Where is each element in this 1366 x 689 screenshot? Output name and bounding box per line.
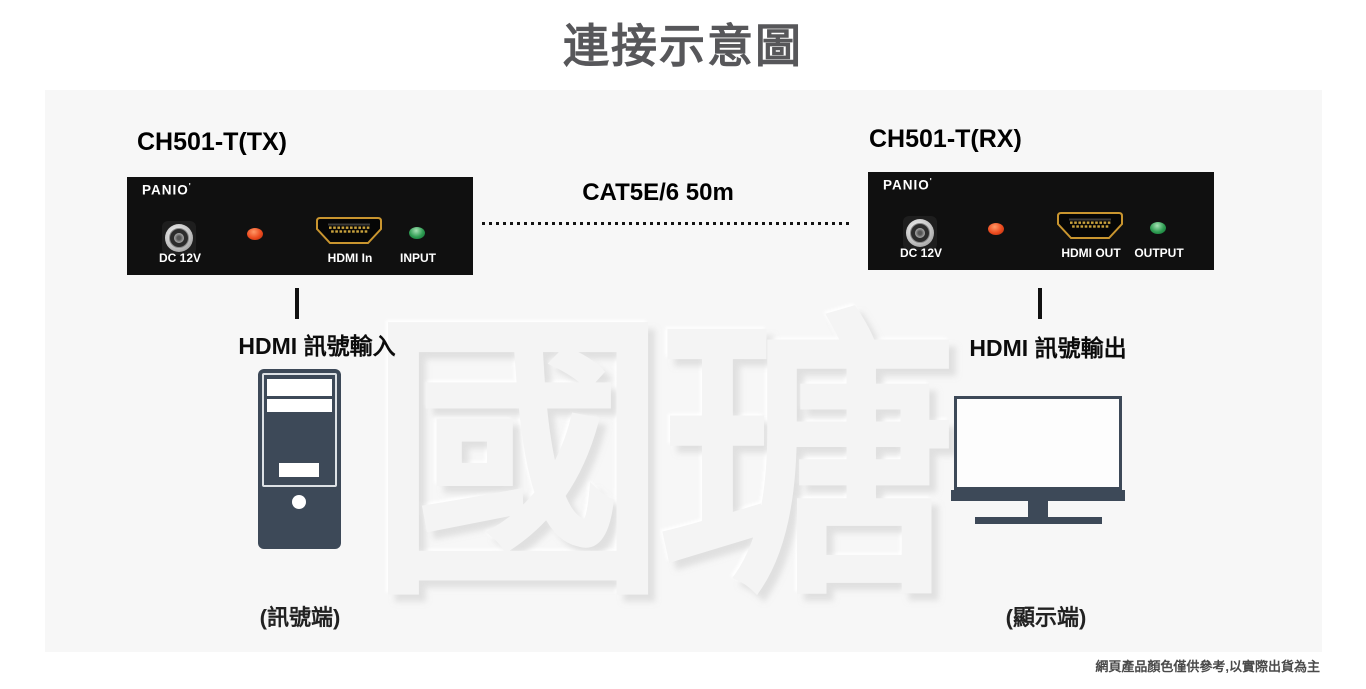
hdmi-port-icon bbox=[315, 217, 383, 244]
monitor-screen bbox=[954, 396, 1122, 490]
tx-connector-line bbox=[295, 288, 299, 319]
rx-end-label: (顯示端) bbox=[1005, 605, 1087, 630]
tx-hdmi-label: HDMI In bbox=[327, 251, 373, 265]
cable-label: CAT5E/6 50m bbox=[582, 179, 734, 206]
tower-drive-bay bbox=[267, 379, 332, 396]
tower-drive-bay bbox=[267, 399, 332, 412]
tx-power-label: DC 12V bbox=[158, 251, 202, 265]
computer-tower-icon bbox=[258, 369, 341, 549]
tx-end-label: (訊號端) bbox=[259, 605, 341, 630]
monitor-icon bbox=[951, 393, 1125, 524]
hdmi-port-icon bbox=[1056, 212, 1124, 239]
disclaimer-text: 網頁產品顏色僅供參考,以實際出貨為主 bbox=[1095, 659, 1320, 674]
tx-device-faceplate: PANIO' DC 12V HDMI In INPUT bbox=[127, 177, 473, 275]
rx-hdmi-label: HDMI OUT bbox=[1061, 246, 1121, 260]
monitor-stand-base bbox=[975, 517, 1102, 524]
page-title: 連接示意圖 bbox=[563, 20, 803, 72]
power-led-icon bbox=[988, 223, 1004, 235]
panio-logo: PANIO' bbox=[883, 177, 933, 193]
rx-device-faceplate: PANIO' DC 12V HDMI OUT OUTPUT bbox=[868, 172, 1214, 270]
rx-connector-line bbox=[1038, 288, 1042, 319]
jack-pin bbox=[174, 233, 184, 243]
tx-signal-label: HDMI 訊號輸入 bbox=[238, 333, 396, 359]
output-led-icon bbox=[1150, 222, 1166, 234]
cable-dotted-line bbox=[482, 222, 852, 225]
power-led-icon bbox=[247, 228, 263, 240]
jack-ring bbox=[165, 224, 193, 252]
input-led-icon bbox=[409, 227, 425, 239]
tower-slot bbox=[279, 463, 319, 477]
monitor-bezel-bar bbox=[951, 490, 1125, 501]
rx-power-label: DC 12V bbox=[899, 246, 943, 260]
jack-ring bbox=[906, 219, 934, 247]
jack-pin bbox=[915, 228, 925, 238]
dc-power-jack-icon bbox=[162, 221, 196, 255]
rx-led-label: OUTPUT bbox=[1134, 246, 1184, 260]
rx-signal-label: HDMI 訊號輸出 bbox=[969, 335, 1127, 361]
dc-power-jack-icon bbox=[903, 216, 937, 250]
rx-device-title: CH501-T(RX) bbox=[869, 125, 1022, 153]
panio-logo: PANIO' bbox=[142, 182, 192, 198]
tower-frame bbox=[262, 373, 337, 487]
monitor-stand-neck bbox=[1028, 501, 1048, 517]
tx-led-label: INPUT bbox=[400, 251, 436, 265]
tower-power-button bbox=[292, 495, 306, 509]
tx-device-title: CH501-T(TX) bbox=[137, 128, 288, 156]
